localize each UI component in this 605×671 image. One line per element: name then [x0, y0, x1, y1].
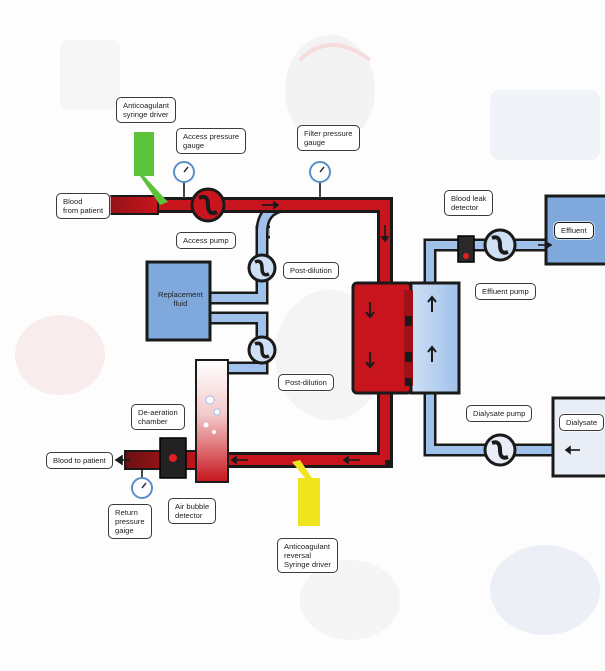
- return-pressure-gauge-label: Return pressure gaige: [108, 504, 152, 539]
- blood-to-patient-label: Blood to patient: [46, 452, 113, 469]
- post-dilution-pump-2-device: [247, 335, 277, 365]
- de-aeration-chamber-label: De-aeration chamber: [131, 404, 185, 430]
- anticoagulant-reversal-syringe-driver-label: Anticoagulant reversal Syringe driver: [277, 538, 338, 573]
- effluent-container: [544, 194, 605, 266]
- anticoagulant-syringe-driver-label: Anticoagulant syringe driver: [116, 97, 177, 123]
- filter-pressure-gauge-icon: [309, 161, 331, 198]
- replacement-fluid-container: [145, 260, 212, 342]
- access-pressure-gauge-label: Access pressure gauge: [176, 128, 247, 154]
- blood-from-patient-label: Blood from patient: [56, 193, 111, 219]
- access-pump-device: [190, 187, 226, 223]
- replacement-fluid-label: Replacement fluid: [158, 290, 203, 308]
- background-faded-illustrations: [15, 35, 600, 640]
- post-dilution-pump-1-device: [247, 253, 277, 283]
- dialysate-container: [551, 396, 605, 478]
- filter-pressure-gauge-label: Filter pressure gauge: [297, 125, 360, 151]
- blood-leak-detector-label: Blood leak detector: [444, 190, 494, 216]
- air-bubble-detector-device: [159, 437, 187, 479]
- dialysate-pump-device: [483, 433, 517, 467]
- de-aeration-chamber-body: [195, 359, 229, 483]
- blood-leak-detector-device: [457, 235, 475, 263]
- post-dilution-label-1: Post-dilution: [283, 262, 339, 279]
- access-pressure-gauge-icon: [173, 161, 195, 198]
- air-bubble-detector-label: Air bubble detector: [168, 498, 217, 524]
- effluent-label: Effluent: [554, 222, 594, 239]
- hemofilter: [351, 281, 461, 395]
- anticoagulant-syringe-device: [134, 132, 168, 205]
- dialysate-pump-label: Dialysate pump: [466, 405, 533, 422]
- reversal-syringe-device: [292, 460, 320, 526]
- dialysate-label: Dialysate: [559, 414, 605, 431]
- return-pressure-gauge-icon: [131, 470, 153, 499]
- effluent-pump-device: [483, 228, 517, 262]
- effluent-pump-label: Effluent pump: [475, 283, 536, 300]
- flow-arrows: [114, 200, 580, 466]
- access-pump-label: Access pump: [176, 232, 236, 249]
- post-dilution-label-2: Post-dilution: [278, 374, 334, 391]
